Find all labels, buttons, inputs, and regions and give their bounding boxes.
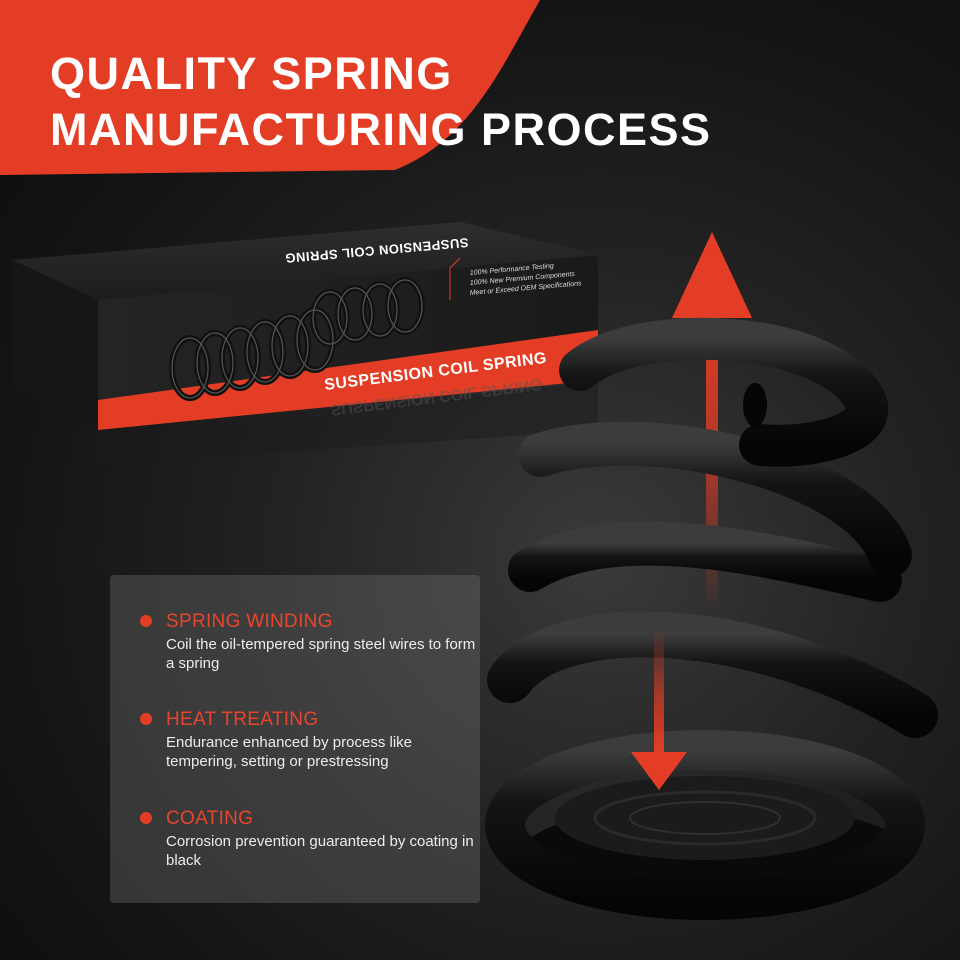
title-line-2: MANUFACTURING PROCESS [50,104,712,155]
step-description: Endurance enhanced by process like tempe… [166,734,412,770]
bullet-dot-icon [140,615,152,627]
page-title: QUALITY SPRING MANUFACTURING PROCESS [50,46,712,158]
title-line-1: QUALITY SPRING [50,48,453,99]
step-description: Corrosion prevention guaranteed by coati… [166,833,474,869]
coil-spring [485,317,938,920]
bullet-dot-icon [140,713,152,725]
header-banner [0,0,540,175]
bullet-dot-icon [140,812,152,824]
process-info-panel: SPRING WINDING Coil the oil-tempered spr… [110,575,480,903]
step-description: Coil the oil-tempered spring steel wires… [166,636,476,672]
arrow-down-icon [631,628,687,790]
step-title: SPRING WINDING [166,611,333,632]
product-box: SUSPENSION COIL SPRING 100% Performance … [12,222,598,465]
step-title: HEAT TREATING [166,709,319,730]
step-title: COATING [166,808,254,829]
